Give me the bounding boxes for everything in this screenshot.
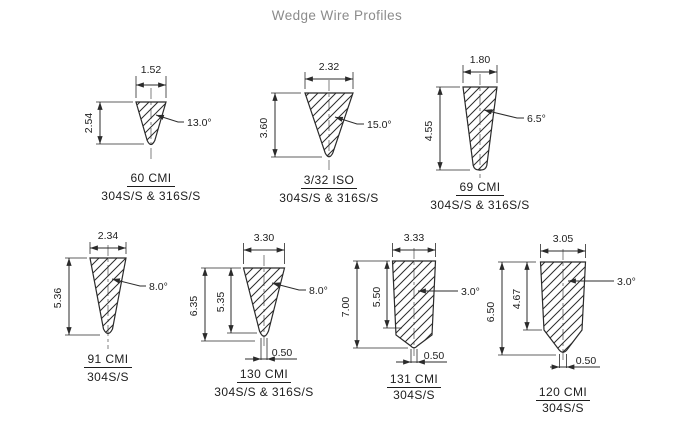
profile-name: 120 CMI	[480, 385, 646, 401]
angle-value: 3.0°	[617, 276, 636, 288]
height-value: 3.60	[258, 118, 270, 139]
width-value: 1.80	[470, 54, 491, 66]
profile-130-cmi-drawing: 3.30 5.35 6.35 8.0° 0.50	[188, 232, 328, 362]
width-dimension: 2.34	[89, 230, 127, 254]
wedge-shape	[304, 92, 354, 158]
inner-height-dimension: 5.35	[201, 267, 257, 334]
height-dimension: 6.50	[485, 262, 556, 356]
profile-91-cmi: 2.34 5.36 8.0° 91 CMI 304S/S	[48, 228, 168, 388]
angle-value: 8.0°	[309, 285, 328, 297]
tip-value: 0.50	[424, 350, 445, 362]
inner-height-value: 5.35	[215, 292, 227, 313]
profile-name: 130 CMI	[185, 367, 343, 383]
height-dimension: 2.54	[83, 101, 144, 145]
angle-callout: 3.0°	[568, 276, 636, 288]
profile-60-cmi: 1.52 2.54 13.0° 60 CMI 304S/S & 316S/S	[76, 58, 226, 218]
profile-69-cmi-drawing: 1.80 4.55 6.5°	[423, 54, 546, 178]
material-label: 304S/S & 316S/S	[214, 385, 314, 399]
angle-callout: 8.0°	[271, 282, 328, 297]
width-dimension: 3.30	[243, 232, 285, 264]
profile-60-cmi-drawing: 1.52 2.54 13.0°	[83, 64, 212, 162]
width-value: 2.34	[98, 230, 119, 242]
profile-name: 131 CMI	[330, 372, 498, 388]
angle-value: 8.0°	[149, 281, 168, 293]
material-label: 304S/S & 316S/S	[430, 198, 530, 212]
angle-callout: 3.0°	[418, 286, 480, 298]
profile-name: 60 CMI	[76, 171, 226, 187]
tip-dimension: 0.50	[245, 338, 297, 362]
wedge-shape	[242, 267, 286, 337]
width-dimension: 3.33	[392, 232, 436, 257]
angle-callout: 8.0°	[111, 278, 168, 293]
profile-name: 69 CMI	[420, 180, 540, 196]
wedge-shape	[89, 257, 127, 335]
angle-value: 15.0°	[367, 119, 392, 131]
tip-value: 0.50	[576, 355, 597, 367]
inner-height-dimension: 4.67	[498, 261, 542, 331]
height-dimension: 6.35	[188, 268, 255, 342]
profile-91-cmi-drawing: 2.34 5.36 8.0°	[52, 230, 168, 349]
profile-69-cmi: 1.80 4.55 6.5° 69 CMI 304S/S & 316S/S	[420, 48, 546, 218]
material-label: 304S/S	[87, 370, 129, 384]
width-value: 2.32	[319, 61, 340, 73]
material-label: 304S/S & 316S/S	[279, 191, 379, 205]
angle-value: 6.5°	[527, 113, 546, 125]
angle-callout: 13.0°	[155, 114, 212, 129]
width-dimension: 2.32	[304, 61, 354, 89]
height-value: 5.36	[52, 288, 64, 309]
profile-131-cmi: 3.33 5.50 7.00 3.0° 0.50	[330, 228, 498, 406]
angle-callout: 15.0°	[334, 116, 392, 131]
height-value: 6.50	[485, 302, 497, 323]
height-dimension: 3.60	[258, 92, 322, 158]
angle-value: 3.0°	[461, 286, 480, 298]
angle-callout: 6.5°	[483, 109, 546, 125]
material-label: 304S/S	[393, 388, 435, 402]
page-title: Wedge Wire Profiles	[271, 8, 403, 23]
height-dimension: 7.00	[340, 261, 408, 349]
profile-120-cmi: 3.05 4.67 6.50 3.0° 0.50	[480, 228, 646, 423]
width-value: 3.30	[254, 232, 275, 244]
wedge-shape	[462, 86, 498, 171]
profile-130-cmi: 3.30 5.35 6.35 8.0° 0.50	[185, 228, 343, 403]
inner-height-value: 4.67	[511, 289, 523, 310]
width-dimension: 1.52	[135, 64, 167, 98]
material-label: 304S/S	[542, 401, 584, 415]
wedge-shape	[539, 261, 587, 353]
height-dimension: 5.36	[52, 257, 100, 336]
width-value: 3.05	[553, 233, 574, 245]
profile-3-32-iso: 2.32 3.60 15.0° 3/32 ISO 304S/S & 316S/S	[254, 58, 404, 218]
inner-height-value: 5.50	[371, 287, 383, 308]
width-value: 1.52	[141, 64, 162, 76]
material-label: 304S/S & 316S/S	[101, 189, 201, 203]
width-dimension: 3.05	[540, 233, 586, 258]
wedge-shape	[135, 101, 167, 146]
wedge-shape	[391, 260, 437, 349]
height-value: 2.54	[83, 113, 95, 134]
profile-3-32-iso-drawing: 2.32 3.60 15.0°	[258, 61, 392, 170]
angle-value: 13.0°	[187, 117, 212, 129]
width-value: 3.33	[404, 232, 425, 244]
profile-120-cmi-drawing: 3.05 4.67 6.50 3.0° 0.50	[485, 233, 636, 370]
profile-name: 3/32 ISO	[254, 173, 404, 189]
tip-dimension: 0.50	[396, 349, 447, 365]
profile-name: 91 CMI	[48, 352, 168, 368]
height-value: 4.55	[423, 121, 435, 142]
height-dimension: 4.55	[423, 86, 470, 171]
height-value: 6.35	[188, 296, 200, 317]
profile-131-cmi-drawing: 3.33 5.50 7.00 3.0° 0.50	[340, 232, 480, 365]
tip-dimension: 0.50	[550, 354, 600, 370]
tip-value: 0.50	[272, 347, 293, 359]
width-dimension: 1.80	[462, 54, 498, 83]
height-value: 7.00	[340, 297, 352, 318]
